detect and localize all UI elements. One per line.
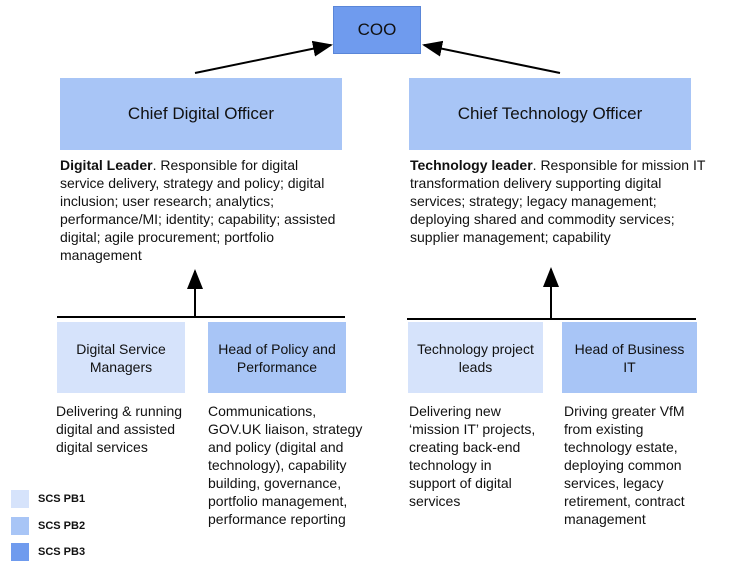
- legend-label-pb1: SCS PB1: [38, 493, 86, 505]
- cdo-to-coo-arrow: [194, 40, 333, 74]
- coo-label: COO: [357, 20, 397, 39]
- head-of-business-it-desc: Driving greater VfM from existing techno…: [564, 403, 685, 527]
- digital-service-managers-desc: Delivering & running digital and assiste…: [56, 403, 183, 455]
- head-of-business-it-title: Head of Business IT: [574, 340, 685, 375]
- legend-swatch-pb1: [11, 490, 29, 508]
- cto-role-name: Technology leader: [410, 157, 533, 173]
- cdo-responsibilities: . Responsible for digital service delive…: [60, 157, 336, 263]
- cto-to-coo-arrow: [422, 40, 561, 74]
- technology-project-leads-box: Technology project leads: [408, 322, 543, 393]
- head-of-business-it-box: Head of Business IT: [562, 322, 697, 393]
- technology-project-leads-title: Technology project leads: [417, 340, 534, 375]
- digital-service-managers-title: Digital Service Managers: [76, 340, 166, 375]
- legend-swatch-pb2: [11, 517, 29, 535]
- technology-project-leads-desc: Delivering new ‘mission IT’ projects, cr…: [409, 403, 536, 509]
- cto-title: Chief Technology Officer: [457, 104, 643, 123]
- legend-label-pb3: SCS PB3: [38, 546, 86, 558]
- legend-swatch-pb3: [11, 543, 29, 561]
- cdo-box: Chief Digital Officer: [60, 78, 342, 150]
- head-of-policy-desc: Communications, GOV.UK liaison, strategy…: [208, 403, 363, 527]
- cdo-description: Digital Leader. Responsible for digital …: [60, 156, 345, 264]
- cto-responsibilities: . Responsible for mission IT transformat…: [410, 157, 706, 245]
- digital-service-managers-box: Digital Service Managers: [57, 322, 185, 393]
- cto-description: Technology leader. Responsible for missi…: [410, 156, 710, 246]
- cto-box: Chief Technology Officer: [409, 78, 691, 150]
- cdo-role-name: Digital Leader: [60, 157, 153, 173]
- cdo-title: Chief Digital Officer: [127, 104, 275, 123]
- coo-box: COO: [333, 6, 421, 54]
- legend-label-pb2: SCS PB2: [38, 520, 86, 532]
- head-of-policy-box: Head of Policy and Performance: [208, 322, 346, 393]
- head-of-policy-title: Head of Policy and Performance: [218, 340, 336, 375]
